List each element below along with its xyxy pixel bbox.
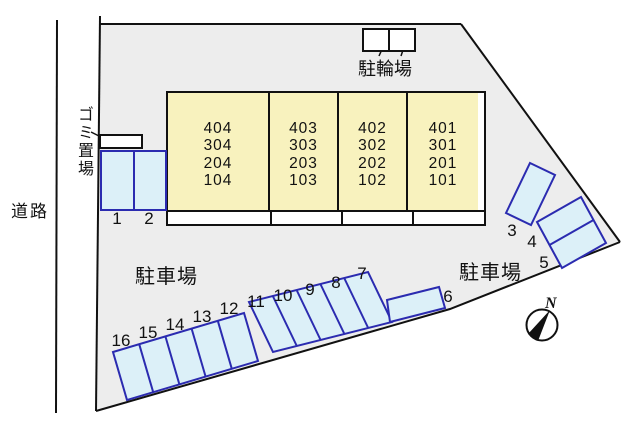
garbage-area-label: ゴミ置場 [75,106,92,178]
unit-302: 302 [358,137,387,155]
building-column-3: 403 303 203 103 [270,93,339,210]
unit-304: 304 [203,137,233,155]
parking-spaces-1-2 [100,150,167,211]
building-walkway [168,212,484,224]
parking-lot-label-right: 駐車場 [459,262,522,284]
unit-203: 203 [289,154,318,172]
parking-spaces-4-5 [535,195,608,270]
space-number-15: 15 [138,323,158,342]
space-number-3: 3 [507,221,517,240]
parking-space-6 [385,285,447,324]
unit-201: 201 [428,154,458,172]
unit-202: 202 [358,154,387,172]
parking-space-3 [504,161,557,227]
space-number-1: 1 [112,209,122,228]
space-number-4: 4 [527,232,537,251]
building-units: 404 304 204 104 403 303 203 103 402 302 … [168,93,484,212]
compass-north-label: N [544,295,558,312]
space-number-12: 12 [219,299,239,318]
building-column-1: 401 301 201 101 [408,93,478,210]
bicycle-parking-box [362,28,416,52]
space-number-14: 14 [165,315,185,334]
unit-404: 404 [203,120,233,137]
unit-401: 401 [428,120,458,137]
building-column-4: 404 304 204 104 [168,93,270,210]
space-number-16: 16 [111,331,131,350]
parking-lot-label-left: 駐車場 [135,266,198,288]
unit-403: 403 [289,120,318,137]
parking-strip-12-16 [111,311,260,402]
unit-102: 102 [358,171,387,189]
space-number-2: 2 [144,209,154,228]
building: 404 304 204 104 403 303 203 103 402 302 … [166,91,486,226]
garbage-area-box [99,134,143,149]
space-number-8: 8 [331,273,341,292]
unit-101: 101 [428,171,458,189]
compass-icon: N [525,295,559,342]
space-number-10: 10 [273,286,293,305]
unit-103: 103 [289,171,318,189]
space-number-9: 9 [305,280,315,299]
space-number-6: 6 [443,287,453,306]
unit-301: 301 [428,137,458,155]
road-label: 道路 [11,202,49,221]
unit-104: 104 [203,171,233,189]
space-number-5: 5 [539,253,549,272]
building-column-2: 402 302 202 102 [339,93,408,210]
unit-204: 204 [203,154,233,172]
space-number-11: 11 [247,292,265,311]
unit-402: 402 [358,120,387,137]
road-line [55,19,58,414]
bicycle-parking-label: 駐輪場 [358,59,412,79]
space-number-13: 13 [192,307,212,326]
unit-303: 303 [289,137,318,155]
space-number-7: 7 [357,264,367,283]
